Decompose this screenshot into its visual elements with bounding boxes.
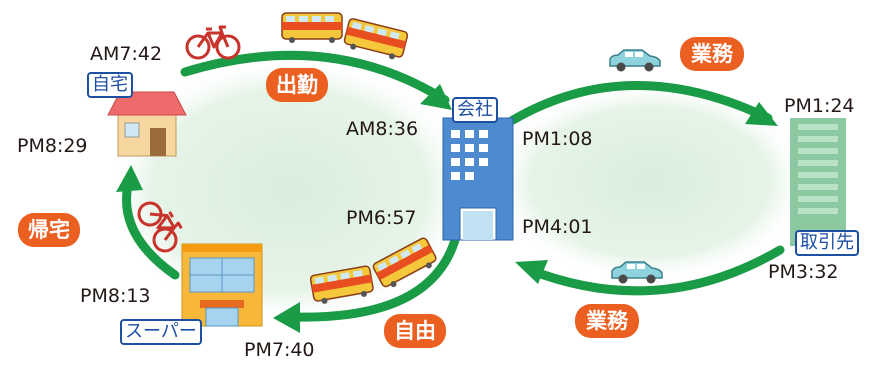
time-arrive-supermarket: PM7:40: [244, 339, 315, 361]
arrow-free: [273, 235, 460, 333]
time-leave-home: AM7:42: [90, 43, 163, 65]
time-leave-client: PM3:32: [768, 261, 839, 283]
right-region: [490, 82, 810, 282]
location-label-home: 自宅: [87, 72, 133, 98]
activity-return-home: 帰宅: [18, 213, 80, 247]
time-arrive-client: PM1:24: [784, 95, 855, 117]
bicycle-icon: [185, 25, 241, 60]
time-leave-office: PM6:57: [346, 207, 417, 229]
time-leave-supermarket: PM8:13: [80, 285, 151, 307]
time-leave-office-business: PM1:08: [522, 128, 593, 150]
activity-commute: 出勤: [266, 68, 328, 102]
supermarket-icon: [181, 243, 263, 327]
arrow-business-out: [508, 81, 778, 126]
location-label-office: 会社: [452, 97, 498, 123]
location-label-supermarket: スーパー: [120, 319, 202, 345]
client-building-icon: [790, 118, 846, 246]
arrow-business-back: [515, 245, 785, 296]
activity-business-out: 業務: [680, 37, 744, 71]
time-return-office: PM4:01: [522, 216, 593, 238]
time-arrive-home: PM8:29: [17, 135, 88, 157]
location-label-client: 取引先: [795, 230, 859, 256]
office-building-icon: [442, 117, 514, 241]
arrow-return-home: [116, 165, 180, 280]
arrow-commute: [180, 50, 452, 110]
car-icon: [609, 49, 661, 73]
activity-free: 自由: [384, 314, 446, 348]
house-icon: [107, 91, 187, 157]
train-icon: [281, 12, 343, 44]
train-icon: [341, 17, 409, 63]
time-arrive-office: AM8:36: [346, 118, 419, 140]
activity-business-back: 業務: [575, 304, 639, 338]
